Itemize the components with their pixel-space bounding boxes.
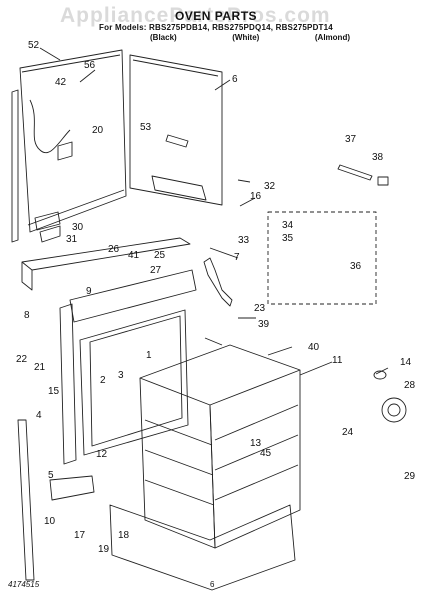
callout-12: 12 [96, 449, 108, 460]
callout-10: 10 [44, 516, 56, 527]
back-panel [19, 49, 127, 233]
callout-21: 21 [34, 362, 46, 373]
callout-4: 4 [36, 410, 42, 421]
knob [381, 397, 407, 423]
callout-8: 8 [24, 310, 30, 321]
callout-26: 26 [108, 244, 120, 255]
model-list: For Models: RBS275PDB14, RBS275PDQ14, RB… [99, 23, 333, 32]
document-part-number: 4174515 [8, 580, 40, 589]
callout-6: 6 [232, 74, 238, 85]
page-number: 6 [210, 580, 215, 589]
callout-2: 2 [100, 375, 106, 386]
callout-45: 45 [260, 448, 272, 459]
callout-33: 33 [238, 235, 250, 246]
callout-34: 34 [282, 220, 294, 231]
oven-cavity [139, 344, 301, 406]
door-frame [79, 309, 189, 456]
callout-11: 11 [332, 355, 343, 366]
callout-52: 52 [28, 40, 40, 51]
diagram-title: OVEN PARTS [174, 9, 258, 23]
variant-almond: (Almond) [314, 33, 350, 42]
callout-13: 13 [250, 438, 262, 449]
callout-37: 37 [345, 134, 357, 145]
callout-41: 41 [128, 250, 140, 261]
callout-24: 24 [342, 427, 354, 438]
callout-5: 5 [48, 470, 54, 481]
bottom-pan [109, 504, 296, 591]
callout-36: 36 [350, 261, 362, 272]
callout-23: 23 [254, 303, 266, 314]
callout-18: 18 [118, 530, 130, 541]
callout-17: 17 [74, 530, 86, 541]
variant-black: (Black) [150, 33, 177, 42]
callout-42: 42 [55, 77, 67, 88]
callout-32: 32 [264, 181, 276, 192]
watermark: AppliancePartsPros.com [60, 4, 331, 27]
color-variants: (Black) (White) (Almond) [150, 33, 350, 42]
callout-40: 40 [308, 342, 320, 353]
callout-7: 7 [234, 252, 240, 263]
callout-19: 19 [98, 544, 110, 555]
variant-white: (White) [232, 33, 260, 42]
callout-3: 3 [118, 370, 124, 381]
callout-20: 20 [92, 125, 104, 136]
callout-56: 56 [84, 60, 96, 71]
callout-27: 27 [150, 265, 162, 276]
inset-box [267, 211, 377, 305]
callout-28: 28 [404, 380, 416, 391]
callout-39: 39 [258, 319, 270, 330]
callout-16: 16 [250, 191, 262, 202]
callout-53: 53 [140, 122, 152, 133]
callout-15: 15 [48, 386, 60, 397]
callout-30: 30 [72, 222, 84, 233]
callout-14: 14 [400, 357, 412, 368]
callout-29: 29 [404, 471, 416, 482]
callout-25: 25 [154, 250, 166, 261]
callout-9: 9 [86, 286, 92, 297]
callout-31: 31 [66, 234, 78, 245]
callout-22: 22 [16, 354, 28, 365]
callout-35: 35 [282, 233, 294, 244]
callout-1: 1 [146, 350, 152, 361]
side-panel [129, 54, 223, 206]
callout-38: 38 [372, 152, 384, 163]
